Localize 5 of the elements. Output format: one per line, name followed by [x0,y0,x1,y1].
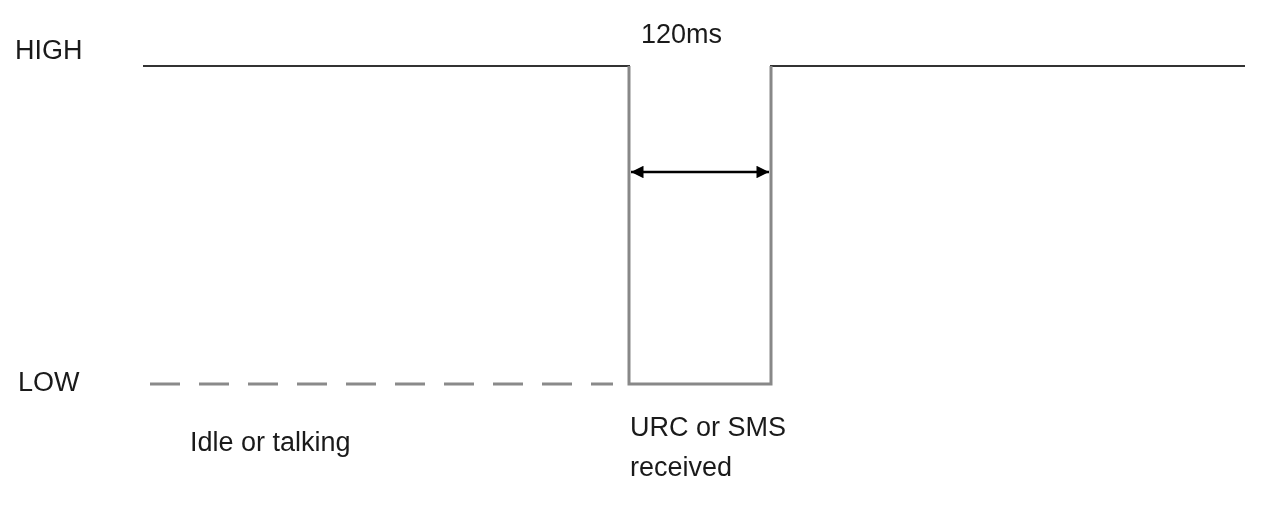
signal-level-label: LOW [18,366,80,399]
duration-label: 120ms [641,18,723,51]
state-label: Idle or talking [190,426,351,459]
event-label: URC or SMS received [630,411,787,484]
signal-level-label: HIGH [15,34,83,67]
